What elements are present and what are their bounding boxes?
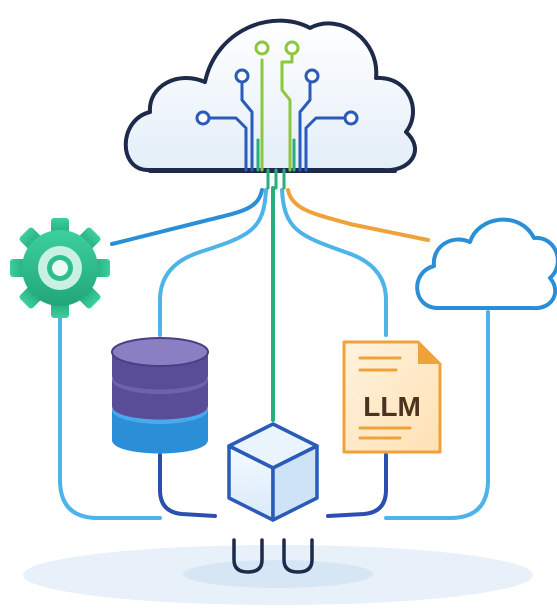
line-cloud-to-gear — [110, 188, 264, 246]
cube-icon — [227, 422, 319, 522]
main-cloud-icon — [123, 18, 417, 173]
gear-icon — [10, 218, 110, 318]
line-cloud-to-secondary-cloud — [286, 188, 430, 242]
line-cloud-to-database — [158, 188, 268, 337]
line-database-to-cube — [158, 453, 217, 518]
connector-icon — [232, 538, 314, 574]
line-document-to-cube — [326, 453, 388, 518]
document-icon: LLM — [342, 340, 442, 454]
circuit-icon — [195, 40, 359, 190]
line-cloud-to-document — [280, 188, 388, 337]
database-icon — [111, 337, 209, 454]
document-label: LLM — [363, 391, 421, 422]
secondary-cloud-icon — [415, 217, 557, 311]
ground-shadow-inner — [183, 560, 373, 588]
line-secondary-cloud-to-bottom — [384, 310, 490, 520]
connection-lines — [58, 186, 490, 520]
line-gear-to-bottom — [58, 316, 162, 520]
